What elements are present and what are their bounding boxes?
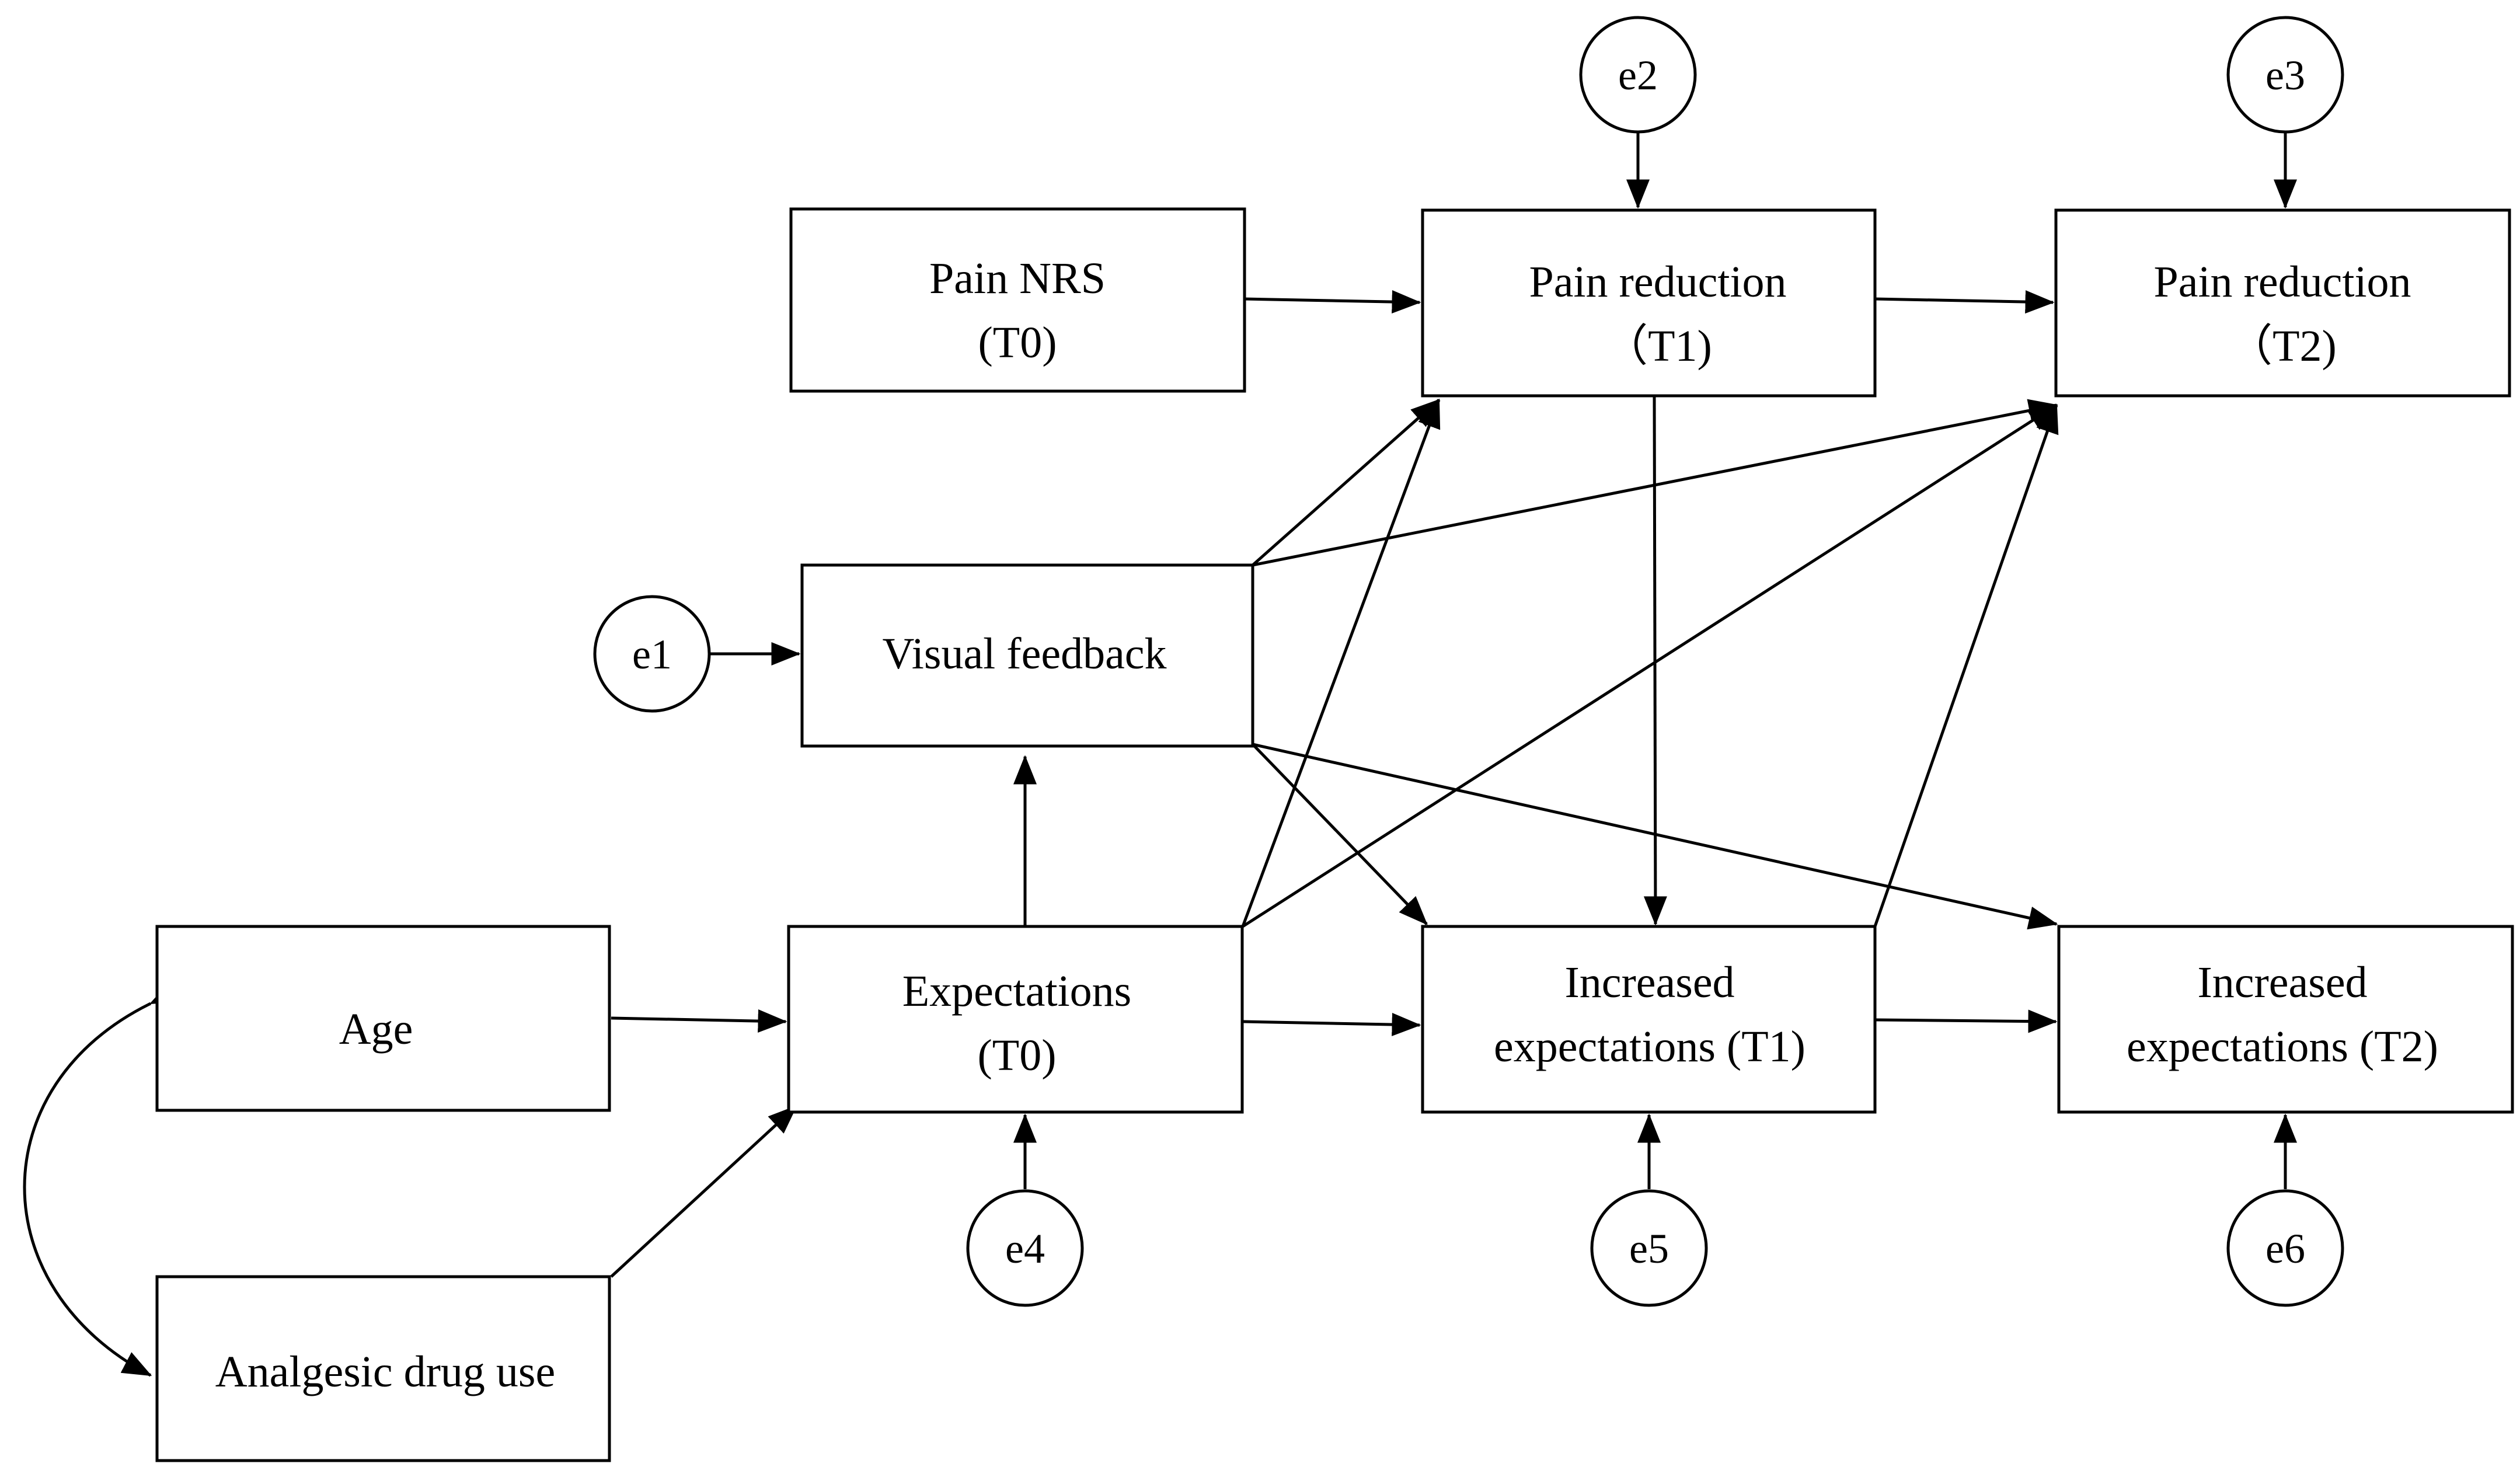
error-e1: e1 — [593, 595, 711, 713]
node-label-line1: Increased — [1564, 958, 1734, 1007]
node-age: Age — [155, 925, 611, 1112]
arrow-increased-expectations-t1-to-t2 — [1874, 1009, 2058, 1033]
arrow-visual-feedback-to-increased-expectations-t2 — [1252, 743, 2058, 930]
node-increased-expectations-t1: Increased expectations (T1) — [1421, 925, 1877, 1114]
node-label-line2: （T1) — [1604, 322, 1712, 371]
covariance-arc-age-analgesic-drug-use — [23, 981, 181, 1377]
node-label: Age — [339, 1005, 413, 1054]
node-label-line1: Pain reduction — [1529, 257, 1786, 306]
path-arrows — [23, 132, 2297, 1377]
arrow-increased-expectations-t1-to-pain-reduction-t2 — [1873, 403, 2059, 927]
error-label: e2 — [1618, 52, 1658, 99]
error-label: e4 — [1005, 1225, 1045, 1272]
node-label-line2: expectations (T1) — [1494, 1022, 1806, 1071]
node-visual-feedback: Visual feedback — [800, 563, 1254, 748]
arrow-pain-reduction-t1-to-t2 — [1873, 290, 2055, 314]
node-label-line1: Pain NRS — [929, 254, 1106, 303]
node-label-line1: Pain reduction — [2153, 257, 2411, 306]
node-label-line1: Increased — [2197, 958, 2367, 1007]
arrow-analgesic-drug-use-to-expectations-t0 — [610, 1105, 797, 1278]
node-pain-reduction-t1: Pain reduction （T1) — [1421, 208, 1877, 398]
node-label: Visual feedback — [882, 629, 1166, 678]
node-expectations-t0: Expectations (T0) — [787, 925, 1244, 1114]
node-label-line2: (T0) — [978, 318, 1057, 367]
error-label: e6 — [2265, 1225, 2305, 1272]
error-e3: e3 — [2226, 16, 2344, 134]
error-label: e5 — [1629, 1225, 1669, 1272]
node-pain-reduction-t2: Pain reduction （T2) — [2054, 208, 2511, 398]
node-increased-expectations-t2: Increased expectations (T2) — [2057, 925, 2514, 1114]
error-e2: e2 — [1579, 16, 1697, 134]
arrow-visual-feedback-to-increased-expectations-t1 — [1252, 743, 1428, 925]
node-label-line2: （T2) — [2228, 322, 2337, 371]
error-label: e3 — [2265, 52, 2305, 99]
arrow-pain-reduction-t1-to-increased-expectations-t1 — [1643, 395, 1667, 926]
error-e5: e5 — [1590, 1189, 1708, 1307]
arrow-expectations-t0-to-increased-expectations-t1 — [1243, 1013, 1421, 1037]
node-pain-nrs-t0: Pain NRS (T0) — [789, 207, 1246, 393]
error-e6: e6 — [2226, 1189, 2344, 1307]
arrow-expectations-t0-to-pain-reduction-t2 — [1242, 403, 2058, 928]
arrow-visual-feedback-to-pain-reduction-t1 — [1252, 399, 1440, 566]
error-e4: e4 — [966, 1189, 1084, 1307]
node-label-line2: expectations (T2) — [2127, 1022, 2438, 1071]
arrow-pain-nrs-to-pain-reduction-t1 — [1243, 290, 1421, 314]
node-label-line1: Expectations — [902, 967, 1132, 1016]
node-label: Analgesic drug use — [215, 1347, 556, 1396]
arrow-expectations-t0-to-pain-reduction-t1 — [1241, 398, 1441, 927]
error-label: e1 — [632, 631, 672, 678]
node-analgesic-drug-use: Analgesic drug use — [155, 1275, 611, 1462]
arrow-age-to-expectations-t0 — [611, 1009, 787, 1033]
node-label-line2: (T0) — [977, 1031, 1056, 1080]
